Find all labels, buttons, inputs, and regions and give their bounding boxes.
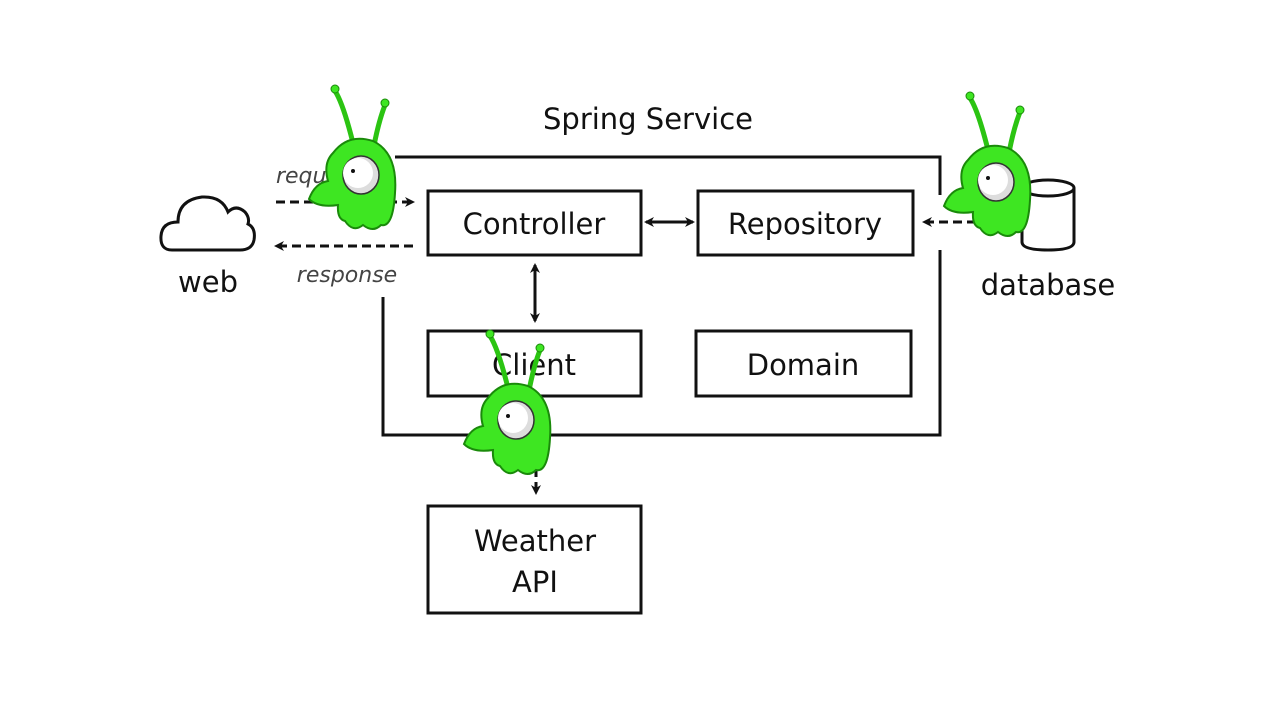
alien-mascot-icon [309,85,395,229]
database-icon [1020,178,1076,252]
repository-label: Repository [728,207,882,241]
repository-node[interactable]: Repository [696,189,915,257]
weather-api-label-line1: Weather [474,524,596,558]
controller-label: Controller [463,207,606,241]
response-label: response [297,263,397,288]
weather-api-node[interactable]: Weather API [426,504,643,615]
service-title: Spring Service [543,102,753,136]
controller-node[interactable]: Controller [426,189,643,257]
domain-label: Domain [747,348,860,382]
alien-mascot-icon [944,92,1030,236]
database-label: database [981,268,1115,302]
cloud-icon [159,195,256,252]
weather-api-label-line2: API [512,565,558,599]
web-label: web [178,265,238,299]
service-boundary [381,155,942,437]
domain-node[interactable]: Domain [694,329,913,398]
